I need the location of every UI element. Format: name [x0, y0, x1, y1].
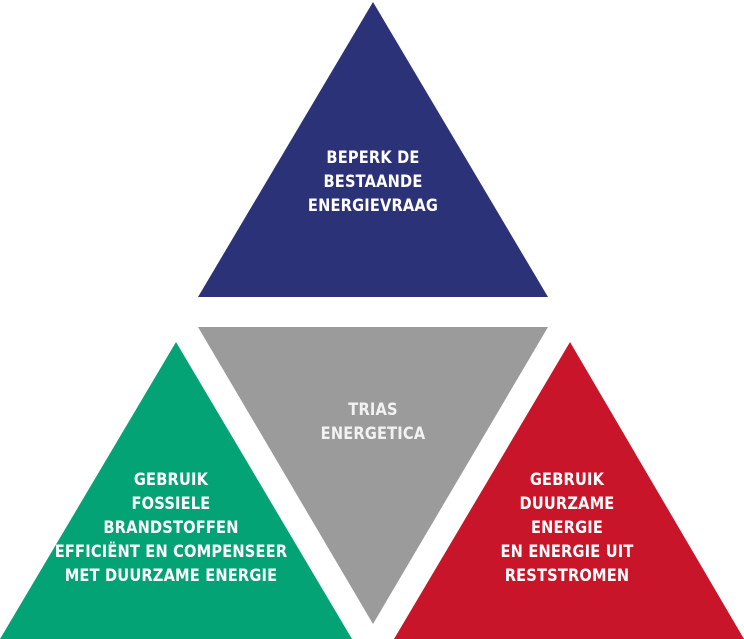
- right-label-line-1: GEBRUIK: [529, 470, 605, 490]
- left-label-line-5: MET DUURZAME ENERGIE: [64, 566, 278, 586]
- top-triangle: [198, 2, 548, 297]
- left-triangle-label: GEBRUIK FOSSIELE BRANDSTOFFEN EFFICIËNT …: [55, 468, 288, 588]
- left-label-line-4: EFFICIËNT EN COMPENSEER: [54, 542, 288, 562]
- left-label-line-1: GEBRUIK: [133, 470, 209, 490]
- right-triangle-label: GEBRUIK DUURZAME ENERGIE EN ENERGIE UIT …: [501, 468, 634, 588]
- right-label-line-5: RESTSTROMEN: [504, 566, 630, 586]
- left-label-line-2: FOSSIELE: [131, 494, 211, 514]
- left-label-line-3: BRANDSTOFFEN: [103, 518, 239, 538]
- right-triangle: [394, 342, 744, 639]
- center-label-line-1: TRIAS: [348, 400, 398, 420]
- right-label-line-4: EN ENERGIE UIT: [500, 542, 634, 562]
- center-triangle-label: TRIAS ENERGETICA: [321, 398, 426, 446]
- top-triangle-label: BEPERK DE BESTAANDE ENERGIEVRAAG: [308, 146, 438, 218]
- top-label-line-3: ENERGIEVRAAG: [307, 196, 439, 216]
- right-label-line-3: ENERGIE: [530, 518, 604, 538]
- center-label-line-2: ENERGETICA: [320, 424, 426, 444]
- top-label-line-2: BESTAANDE: [323, 172, 423, 192]
- center-triangle: [198, 327, 548, 624]
- right-label-line-2: DUURZAME: [519, 494, 615, 514]
- top-label-line-1: BEPERK DE: [326, 148, 420, 168]
- left-triangle: [0, 342, 352, 639]
